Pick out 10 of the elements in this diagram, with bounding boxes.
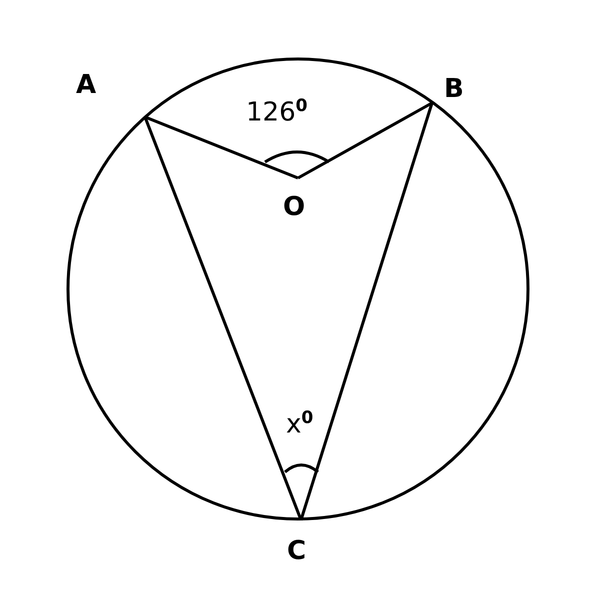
angle-label: 126$^{0}$ xyxy=(246,98,308,126)
point-label: B xyxy=(444,76,464,102)
point-label: O xyxy=(283,194,306,220)
point-label: A xyxy=(76,72,96,98)
line-segment xyxy=(300,102,434,520)
line-segment xyxy=(144,116,302,521)
point-label: C xyxy=(287,538,306,564)
line-segment xyxy=(144,116,299,180)
line-segment xyxy=(297,102,433,180)
angle-label: x$^{0}$ xyxy=(286,410,314,438)
